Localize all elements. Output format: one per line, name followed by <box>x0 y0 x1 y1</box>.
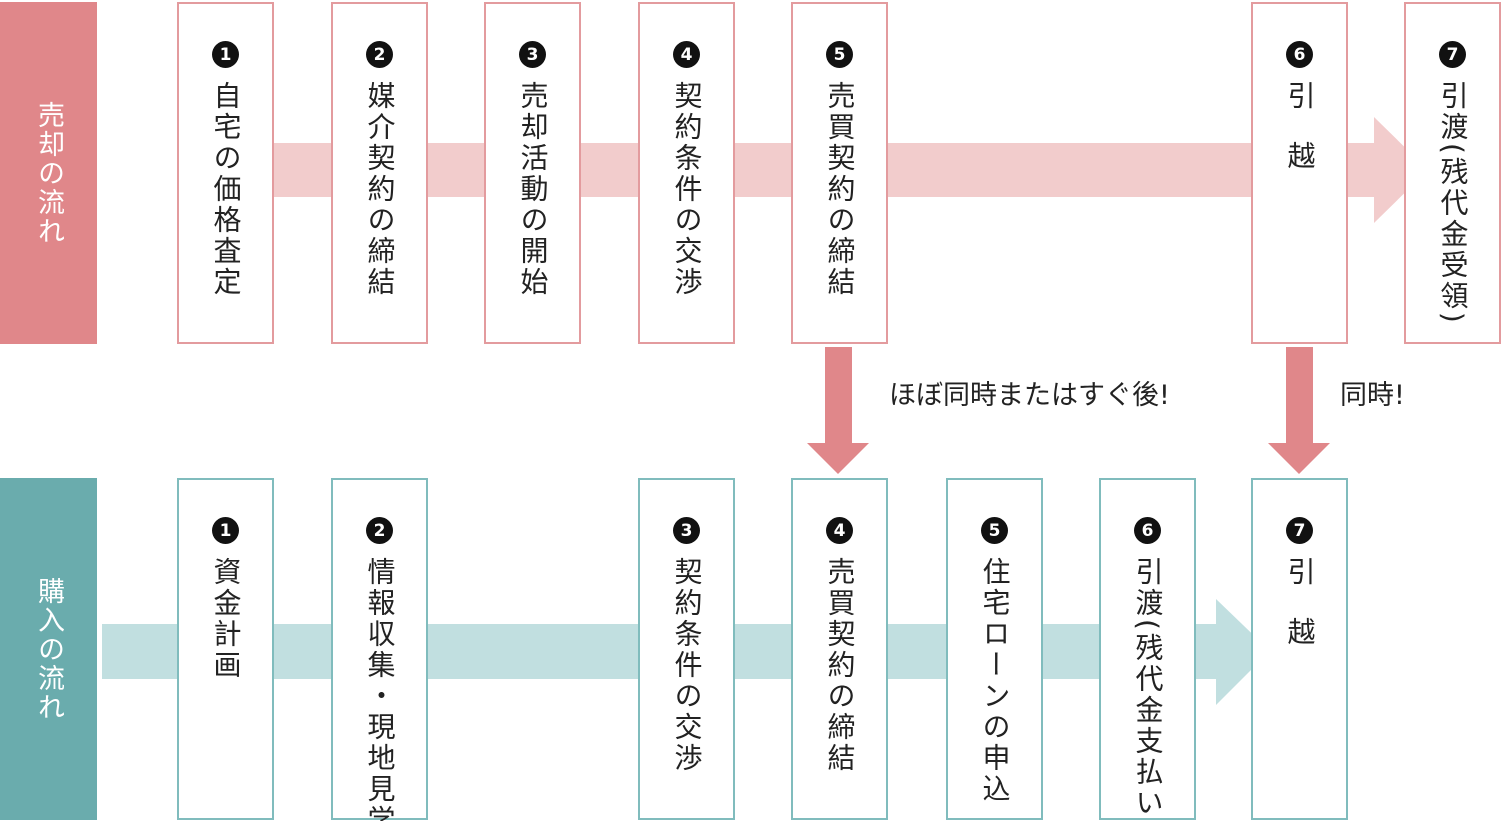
step-label: 引越 <box>1283 81 1317 201</box>
buy-step-2: 2 情報収集・現地見学 <box>331 478 428 821</box>
step-label: 住宅ローンの申込 <box>978 557 1012 805</box>
sell-step-3: 3 売却活動の開始 <box>484 2 581 344</box>
step-label: 売却活動の開始 <box>516 81 550 298</box>
step-label: 引渡(残代金受領) <box>1436 81 1470 326</box>
buy-step-5: 5 住宅ローンの申込 <box>946 478 1043 820</box>
step-label: 売買契約の締結 <box>823 557 857 774</box>
step-label: 自宅の価格査定 <box>209 81 243 298</box>
buy-step-4: 4 売買契約の締結 <box>791 478 888 820</box>
step-label: 媒介契約の締結 <box>363 81 397 298</box>
buy-flow-arrow-head <box>1216 599 1270 705</box>
step-label: 引渡(残代金支払い) <box>1131 557 1165 821</box>
step-number-badge: 2 <box>366 517 393 544</box>
sell-step-6: 6 引越 <box>1251 2 1348 344</box>
step-number-badge: 3 <box>519 41 546 68</box>
step-label: 情報収集・現地見学 <box>363 557 397 821</box>
sell-flow-label: 売却の流れ <box>0 2 97 344</box>
step-number-badge: 3 <box>673 517 700 544</box>
buy-step-1: 1 資金計画 <box>177 478 274 820</box>
buy-step-3: 3 契約条件の交渉 <box>638 478 735 820</box>
connector-arrow-move <box>1268 347 1330 474</box>
step-number-badge: 6 <box>1134 517 1161 544</box>
step-label: 売買契約の締結 <box>823 81 857 298</box>
step-label: 引越 <box>1283 557 1317 677</box>
sell-flow-label-text: 売却の流れ <box>33 100 64 246</box>
sell-step-2: 2 媒介契約の締結 <box>331 2 428 344</box>
step-number-badge: 4 <box>826 517 853 544</box>
buy-flow-label: 購入の流れ <box>0 478 97 820</box>
sell-flow-arrow-head <box>1374 117 1428 223</box>
sell-step-5: 5 売買契約の締結 <box>791 2 888 344</box>
step-number-badge: 7 <box>1286 517 1313 544</box>
connector-note-move: 同時! <box>1340 380 1405 411</box>
step-number-badge: 7 <box>1439 41 1466 68</box>
step-number-badge: 6 <box>1286 41 1313 68</box>
step-number-badge: 1 <box>212 517 239 544</box>
step-label: 契約条件の交渉 <box>670 81 704 298</box>
connector-arrow-contract <box>807 347 869 474</box>
connector-note-contract: ほぼ同時またはすぐ後! <box>889 380 1170 411</box>
step-number-badge: 2 <box>366 41 393 68</box>
step-label: 資金計画 <box>209 557 243 681</box>
sell-step-7: 7 引渡(残代金受領) <box>1404 2 1501 344</box>
buy-flow-label-text: 購入の流れ <box>33 576 64 722</box>
buy-step-7: 7 引越 <box>1251 478 1348 820</box>
step-number-badge: 5 <box>826 41 853 68</box>
sell-step-1: 1 自宅の価格査定 <box>177 2 274 344</box>
buy-step-6: 6 引渡(残代金支払い) <box>1099 478 1196 821</box>
step-number-badge: 4 <box>673 41 700 68</box>
step-number-badge: 1 <box>212 41 239 68</box>
sell-step-4: 4 契約条件の交渉 <box>638 2 735 344</box>
step-number-badge: 5 <box>981 517 1008 544</box>
step-label: 契約条件の交渉 <box>670 557 704 774</box>
